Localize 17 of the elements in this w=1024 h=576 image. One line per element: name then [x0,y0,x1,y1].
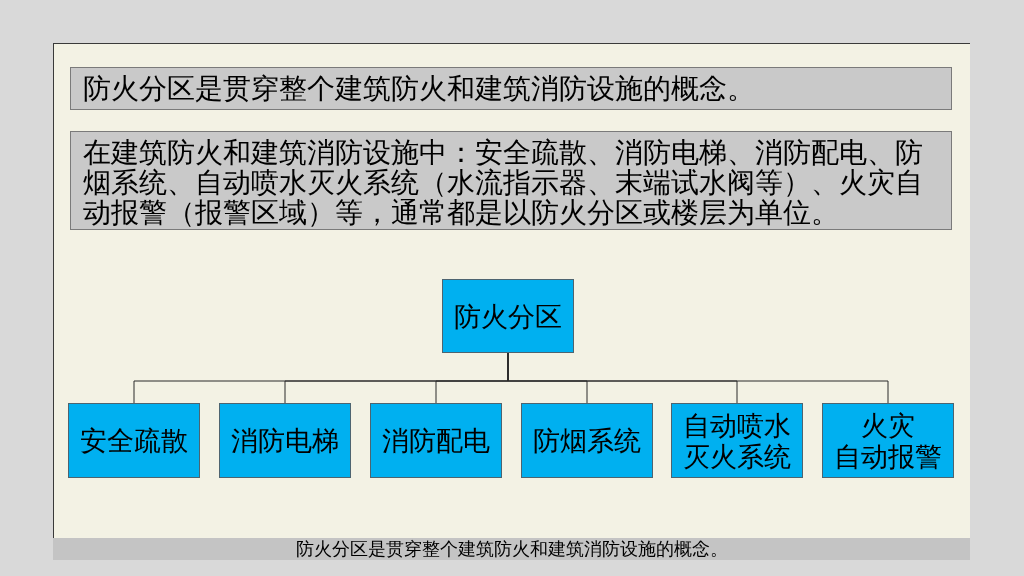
box-label: 安全疏散 [79,425,189,456]
slide-title: 防火分区是贯穿整个建筑防火和建筑消防设施的概念。 [70,67,952,110]
category-box [370,403,502,478]
box-label: 火灾自动报警 [833,409,943,472]
category-box [671,403,803,478]
category-box [822,403,954,478]
paragraph-text: 在建筑防火和建筑消防设施中：安全疏散、消防电梯、消防配电、防烟系统、自动喷水灭火系统（水流指示器、末端试水阀等）、火灾自动报警（报警区域）等，通常都是以防火分区或楼层为单位。 [83,138,924,228]
category-box [219,403,351,478]
category-box [68,403,200,478]
box-label: 防烟系统 [532,425,642,456]
box-label: 防火分区 [453,300,563,332]
category-box [521,403,653,478]
box-label: 消防配电 [381,425,491,456]
caption-bar: 防火分区是贯穿整个建筑防火和建筑消防设施的概念。 [53,538,970,560]
box-label: 自动喷水灭火系统 [682,409,792,472]
box-label: 消防电梯 [230,425,340,456]
category-box [442,279,574,353]
